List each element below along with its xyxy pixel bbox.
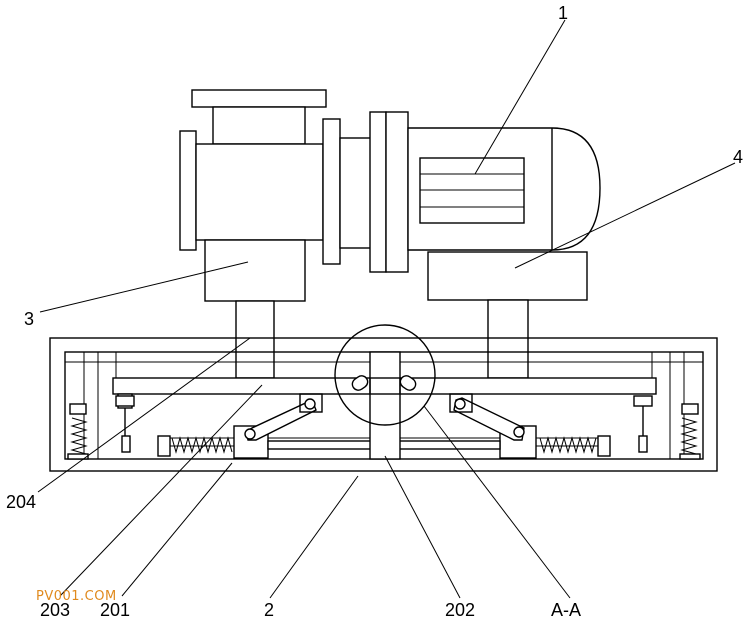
center-post xyxy=(334,324,436,460)
pump-support-block xyxy=(204,239,306,302)
label-2: 2 xyxy=(264,600,274,620)
label-203: 203 xyxy=(40,600,70,620)
label-3: 3 xyxy=(24,309,34,329)
coupling xyxy=(339,111,409,273)
label-202: 202 xyxy=(445,600,475,620)
left-horizontal-spring xyxy=(171,436,233,454)
motor xyxy=(407,127,601,301)
coupling-housing xyxy=(339,137,373,249)
pump xyxy=(179,89,341,302)
right-column xyxy=(487,299,529,379)
label-4: 4 xyxy=(733,147,743,167)
right-side-spring xyxy=(680,417,698,455)
label-201: 201 xyxy=(100,600,130,620)
pump-right-flange xyxy=(322,118,341,265)
section-circle-a-a xyxy=(334,324,436,426)
right-horizontal-spring xyxy=(539,436,597,454)
label-1: 1 xyxy=(558,3,568,23)
right-spring-group xyxy=(633,395,701,460)
left-spring-group xyxy=(67,393,135,460)
left-column xyxy=(235,300,275,379)
linkages xyxy=(244,393,525,441)
watermark-text: PV001.COM xyxy=(36,589,117,604)
part-labels: 1 4 3 204 203 201 2 202 A-A xyxy=(6,3,743,620)
coupling-flange-left xyxy=(369,111,387,273)
label-204: 204 xyxy=(6,492,36,512)
label-a-a: A-A xyxy=(551,600,581,620)
center-post-bar xyxy=(369,351,401,460)
left-link-arm xyxy=(245,399,317,441)
motor-support-block xyxy=(427,251,588,301)
pump-left-flange xyxy=(179,130,197,251)
support-columns xyxy=(235,299,529,379)
base-outer xyxy=(49,337,718,472)
left-side-spring xyxy=(70,417,88,455)
coupling-flange-right xyxy=(385,111,409,273)
pump-neck xyxy=(212,106,306,145)
pump-top-flange xyxy=(191,89,327,108)
pump-body xyxy=(195,143,324,241)
leader-lines xyxy=(37,19,736,599)
